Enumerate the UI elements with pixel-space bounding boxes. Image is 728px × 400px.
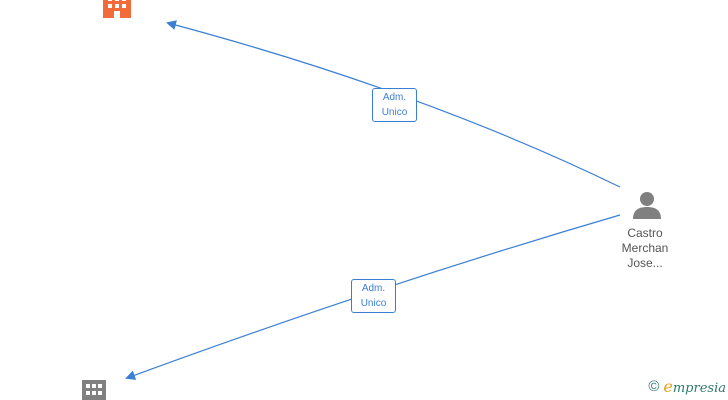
- person-node[interactable]: [632, 190, 662, 225]
- edge-label-bottom[interactable]: Adm. Unico: [351, 279, 396, 313]
- edge-label-bottom-line-1: Adm.: [361, 283, 386, 294]
- person-name-line-2: Merchan: [621, 241, 669, 255]
- brand-watermark: © empresia: [648, 377, 726, 396]
- brand-logo: empresia: [663, 377, 726, 396]
- edge-label-bottom-line-2: Unico: [360, 298, 387, 309]
- brand-rest: mpresia: [672, 381, 726, 396]
- company-node-top[interactable]: [101, 0, 133, 25]
- person-name[interactable]: Castro Merchan Jose...: [600, 226, 690, 271]
- brand-first-letter: e: [663, 377, 673, 396]
- edge-label-top-line-2: Unico: [381, 107, 408, 118]
- building-icon: [82, 380, 106, 400]
- copyright-icon: ©: [648, 378, 660, 395]
- person-icon: [633, 192, 661, 219]
- company-node-bottom[interactable]: [81, 379, 107, 400]
- person-name-line-3: Jose...: [627, 256, 663, 270]
- edge-label-top-line-1: Adm.: [382, 92, 407, 103]
- building-icon: [103, 0, 131, 18]
- edge-label-top[interactable]: Adm. Unico: [372, 88, 417, 122]
- person-name-line-1: Castro: [627, 226, 663, 240]
